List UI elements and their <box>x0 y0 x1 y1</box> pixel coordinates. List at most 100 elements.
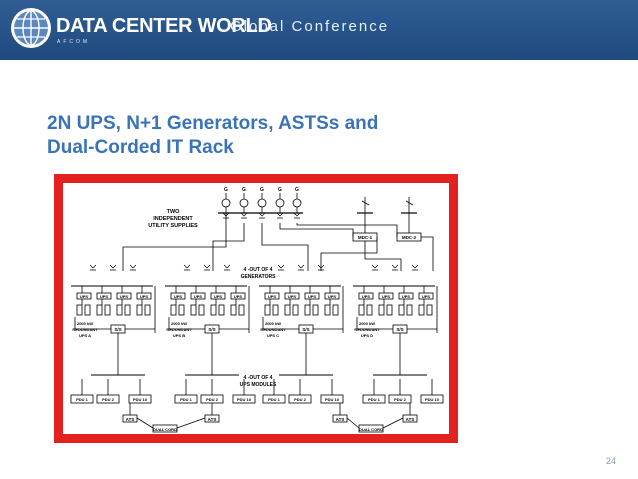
battery-icon <box>144 304 151 316</box>
battery-icon <box>198 304 205 316</box>
input-breaker-icon <box>297 264 305 271</box>
dual-cord-label: DUAL CORD <box>359 427 383 432</box>
pdu-label: PDU 10 <box>237 397 252 402</box>
globe-logo-icon <box>11 8 51 48</box>
ups-module-box <box>76 292 92 300</box>
ups-module-label: UPS <box>382 294 391 299</box>
input-breaker-icon <box>277 264 285 271</box>
ups-group-label: 2000 kW <box>265 321 281 326</box>
rectifier-icon <box>170 304 177 316</box>
ats-label: ATS <box>208 417 217 422</box>
ups-group-label: UPS B <box>173 333 185 338</box>
rectifier-icon <box>398 304 405 316</box>
utility-switch-icon <box>405 200 414 206</box>
ups-module-box <box>284 292 300 300</box>
ups-group-label: UPS D <box>361 333 373 338</box>
rectifier-icon <box>284 304 291 316</box>
gen-to-mdc-1 <box>279 223 354 237</box>
ups-module-box <box>96 292 112 300</box>
dual-cord-link <box>346 417 360 429</box>
ups-module-box <box>418 292 434 300</box>
ups-module-label: UPS <box>194 294 203 299</box>
ups-module-label: UPS <box>80 294 89 299</box>
rectifier-icon <box>116 304 123 316</box>
input-breaker-icon <box>371 264 379 271</box>
pdu-label: PDU 10 <box>133 397 148 402</box>
rectifier-icon <box>264 304 271 316</box>
utility-supply-label: TWO <box>167 209 181 215</box>
ups-module-box <box>116 292 132 300</box>
generator-breaker-icon <box>293 212 301 219</box>
rectifier-icon <box>210 304 217 316</box>
dual-cord-box-right <box>358 424 384 433</box>
mdc-label-2: MDC-2 <box>402 235 417 240</box>
battery-icon <box>84 304 91 316</box>
battery-icon <box>238 304 245 316</box>
ups-module-label: UPS <box>234 294 243 299</box>
mdc-to-ups-d-2 <box>364 241 402 271</box>
generator-label: G <box>224 187 228 193</box>
static-switch-label: S/S <box>396 327 403 332</box>
battery-icon <box>272 304 279 316</box>
battery-icon <box>406 304 413 316</box>
pdu-label: PDU 1 <box>180 397 193 402</box>
ups-group-label: REDUNDANT <box>354 327 380 332</box>
slide-title: 2N UPS, N+1 Generators, ASTSs and Dual-C… <box>47 112 467 160</box>
rectifier-icon <box>96 304 103 316</box>
generator-requirement-label: 4 -OUT OF 4 <box>244 267 273 273</box>
ups-output-wire <box>168 317 205 330</box>
feeder-to-ups-c <box>261 223 309 271</box>
dual-cord-box-left <box>152 424 178 433</box>
generator-icon <box>239 198 249 208</box>
generator-label: G <box>278 187 282 193</box>
ups-group-label: 2000 kW <box>359 321 375 326</box>
rectifier-icon <box>304 304 311 316</box>
ups-module-label: UPS <box>268 294 277 299</box>
ups-module-label: UPS <box>288 294 297 299</box>
battery-icon <box>332 304 339 316</box>
ups-group-label: REDUNDANT <box>72 327 98 332</box>
battery-icon <box>218 304 225 316</box>
header-band <box>0 0 638 60</box>
ups-module-box <box>190 292 206 300</box>
input-breaker-icon <box>391 264 399 271</box>
utility-supply-label: UTILITY SUPPLIES <box>148 223 198 229</box>
dual-cord-label: DUAL CORD <box>153 427 177 432</box>
utility-switch-icon <box>361 200 370 206</box>
ups-module-label: UPS <box>422 294 431 299</box>
input-breaker-icon <box>411 264 419 271</box>
ups-module-box <box>358 292 374 300</box>
static-switch-label: S/S <box>302 327 309 332</box>
ats-label: ATS <box>406 417 415 422</box>
generator-breaker-icon <box>240 212 248 219</box>
ups-module-label: UPS <box>140 294 149 299</box>
brand-subtext: AFCOM <box>57 39 91 45</box>
input-breaker-icon <box>223 264 231 271</box>
brand-name: DATA CENTER WORLD <box>56 15 272 37</box>
ups-group-label: REDUNDANT <box>260 327 286 332</box>
generator-breaker-icon <box>276 212 284 219</box>
mdc-to-ups-d <box>421 236 434 271</box>
title-line-1: 2N UPS, N+1 Generators, ASTSs and <box>47 113 379 134</box>
ups-module-box <box>398 292 414 300</box>
battery-icon <box>312 304 319 316</box>
pdu-label: PDU 10 <box>325 397 340 402</box>
rectifier-icon <box>76 304 83 316</box>
ups-group-label: UPS A <box>79 333 91 338</box>
pdu-label: PDU 2 <box>206 397 219 402</box>
input-breaker-icon <box>317 264 325 271</box>
ups-module-box <box>210 292 226 300</box>
generator-label: G <box>260 187 264 193</box>
generator-icon <box>275 198 285 208</box>
generator-breaker-icon <box>258 212 266 219</box>
ups-group-label: UPS C <box>267 333 279 338</box>
conference-label: Global Conference <box>230 18 390 35</box>
battery-icon <box>366 304 373 316</box>
ups-requirement-label: UPS MODULES <box>240 382 277 388</box>
pdu-label: PDU 10 <box>425 397 440 402</box>
rectifier-icon <box>190 304 197 316</box>
ups-module-box <box>170 292 186 300</box>
pdu-label: PDU 2 <box>294 397 307 402</box>
ups-module-label: UPS <box>174 294 183 299</box>
